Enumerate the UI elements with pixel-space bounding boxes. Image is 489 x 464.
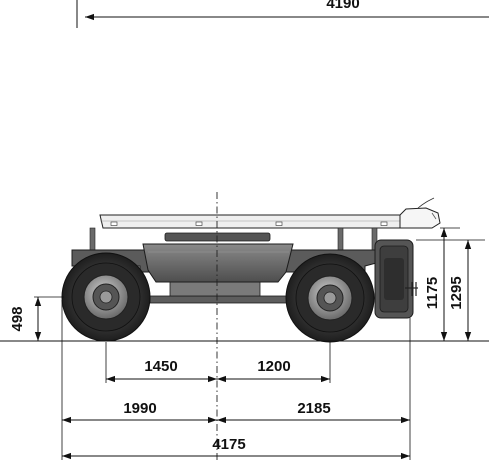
overall-height-label: 1295 [448,276,465,309]
platform-height-label: 1175 [424,277,441,310]
dimension-ground-clearance: 498 [9,297,42,341]
vehicle [61,197,441,343]
rear-wheel [61,252,151,342]
dimension-platform-height: 1175 [424,228,448,341]
front-wheel [285,253,375,343]
top-dimension-label: 4190 [326,0,359,12]
dimension-overall-length: 4175 [62,436,410,460]
center-to-rear-label: 2185 [297,400,330,417]
platform [99,197,441,229]
dimension-overall-height: 1295 [448,240,472,341]
top-dimension: 4190 [76,0,489,28]
front-overhang-label: 1450 [144,358,177,375]
dimension-front-to-center: 1990 [62,400,217,424]
ground-clearance-label: 498 [9,306,26,331]
dimension-center-to-rear: 2185 [217,400,410,424]
overall-length-label: 4175 [212,436,245,453]
dimension-rear-overhang: 1200 [217,358,330,383]
rear-overhang-label: 1200 [257,358,290,375]
extension-lines [34,227,485,460]
drive-unit [374,239,418,319]
central-body [142,232,294,283]
dimension-front-overhang: 1450 [106,358,217,383]
front-to-center-label: 1990 [123,400,156,417]
